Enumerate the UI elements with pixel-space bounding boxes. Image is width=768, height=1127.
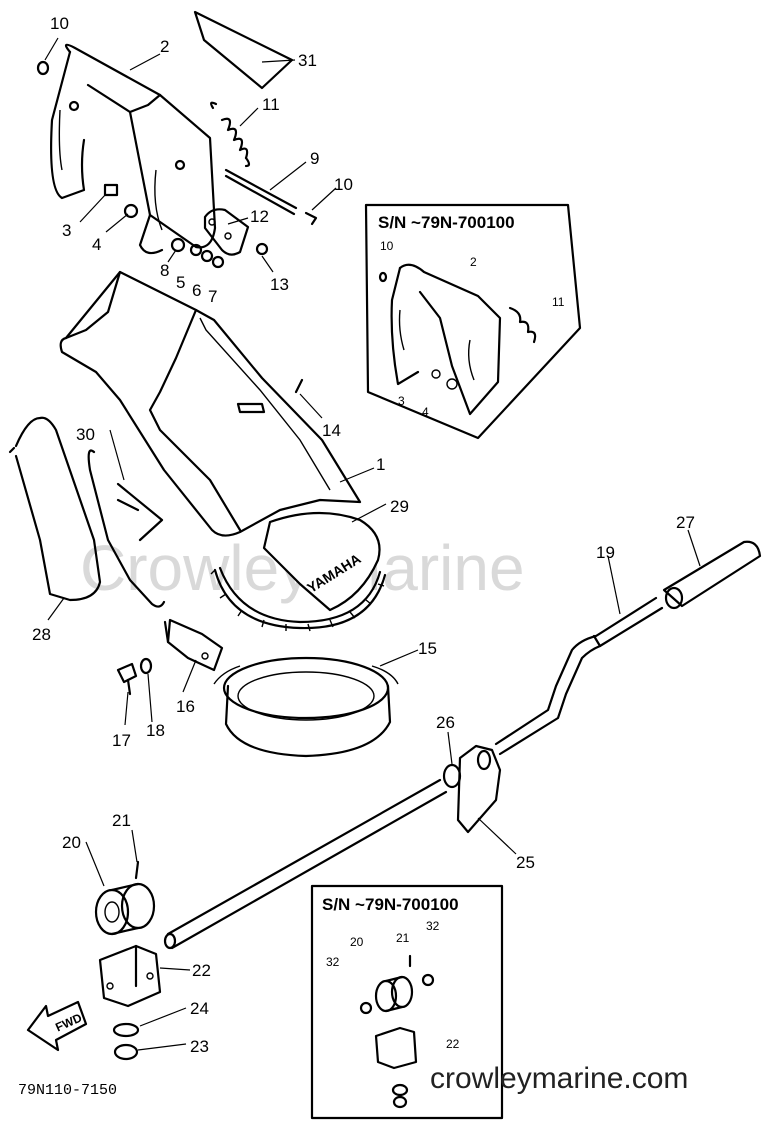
inset-top-callout-11: 11	[552, 295, 565, 309]
callout-12: 12	[250, 207, 269, 226]
callout-20: 20	[62, 833, 81, 852]
inset-top: S/N ~79N-700100	[364, 203, 582, 440]
part-19-tiller-handle	[494, 596, 664, 756]
diagram-code: 79N110-7150	[18, 1082, 117, 1099]
callout-3: 3	[62, 221, 71, 240]
part-17-bolt	[116, 662, 138, 696]
callout-30: 30	[76, 425, 95, 444]
callout-numbers: 10 2 31 11 9 10 12 3 4 8 5 6 7 13 14 1 2…	[32, 14, 695, 1056]
part-9-rod	[224, 168, 298, 216]
callout-15: 15	[418, 639, 437, 658]
part-20-mount	[94, 882, 156, 936]
callout-5: 5	[176, 273, 185, 292]
callout-4: 4	[92, 235, 101, 254]
callout-13: 13	[270, 275, 289, 294]
callout-6: 6	[192, 281, 201, 300]
inset-top-callout-4: 4	[422, 405, 429, 419]
inset-bottom-callout-20: 20	[350, 935, 364, 949]
part-2-upper-bracket	[50, 43, 217, 255]
callout-1: 1	[376, 455, 385, 474]
steering-shaft	[163, 778, 448, 950]
part-28-wire-loop	[8, 416, 102, 602]
part-1-main-bracket	[59, 270, 362, 537]
callout-19: 19	[596, 543, 615, 562]
part-31-decal	[193, 10, 294, 90]
callout-23: 23	[190, 1037, 209, 1056]
inset-top-callout-10: 10	[380, 239, 394, 253]
callout-16: 16	[176, 697, 195, 716]
fwd-label: FWD	[53, 1010, 84, 1034]
part-10-nut	[36, 60, 50, 76]
callout-10-top: 10	[50, 14, 69, 33]
callout-22: 22	[192, 961, 211, 980]
callout-10-right: 10	[334, 175, 353, 194]
part-18-washer	[139, 657, 153, 675]
callout-18: 18	[146, 721, 165, 740]
callout-14: 14	[322, 421, 341, 440]
callout-27: 27	[676, 513, 695, 532]
inset-bottom: S/N ~79N-700100	[310, 884, 504, 1120]
inset-bottom-header: S/N ~79N-700100	[322, 895, 459, 914]
callout-26: 26	[436, 713, 455, 732]
part-4-washer	[123, 203, 139, 219]
callout-8: 8	[160, 261, 169, 280]
callout-11: 11	[262, 95, 280, 114]
inset-bottom-callouts: 21 20 32 32 22	[326, 919, 460, 1051]
inset-bottom-callout-32-left: 32	[326, 955, 340, 969]
part-12-plate	[203, 208, 250, 256]
inset-top-callouts: 10 2 11 3 4	[380, 239, 565, 419]
callout-24: 24	[190, 999, 209, 1018]
leader-lines	[44, 37, 701, 1051]
part-21-pin	[134, 860, 140, 880]
part-3-bolt	[103, 183, 119, 197]
website-link[interactable]: crowleymarine.com	[430, 1062, 688, 1095]
callout-21: 21	[112, 811, 131, 830]
inset-bottom-callout-32-right: 32	[426, 919, 440, 933]
part-11-spring	[210, 101, 251, 168]
callout-25: 25	[516, 853, 535, 872]
part-15-ring	[213, 656, 399, 758]
inset-top-callout-3: 3	[398, 394, 405, 408]
callout-7: 7	[208, 287, 217, 306]
part-25-bracket	[456, 744, 502, 834]
callout-9: 9	[310, 149, 319, 168]
part-27-grip	[662, 540, 762, 610]
part-23-nut	[113, 1043, 139, 1061]
part-22-bracket	[98, 944, 162, 1008]
callout-2: 2	[160, 37, 169, 56]
inset-bottom-callout-22: 22	[446, 1037, 460, 1051]
callout-31: 31	[298, 51, 317, 70]
callout-17: 17	[112, 731, 131, 750]
inset-bottom-callout-21: 21	[396, 931, 410, 945]
part-29-ring-gear: YAMAHA	[210, 511, 387, 632]
part-16-bracket	[163, 618, 224, 672]
part-30-wire	[87, 449, 166, 608]
hardware-5-8	[170, 211, 318, 269]
callout-29: 29	[390, 497, 409, 516]
fwd-arrow-icon: FWD	[26, 1000, 88, 1052]
inset-top-header: S/N ~79N-700100	[378, 213, 515, 232]
callout-28: 28	[32, 625, 51, 644]
part-24-washer	[112, 1022, 140, 1038]
part-26-bushing	[442, 763, 462, 789]
inset-top-callout-2: 2	[470, 255, 477, 269]
